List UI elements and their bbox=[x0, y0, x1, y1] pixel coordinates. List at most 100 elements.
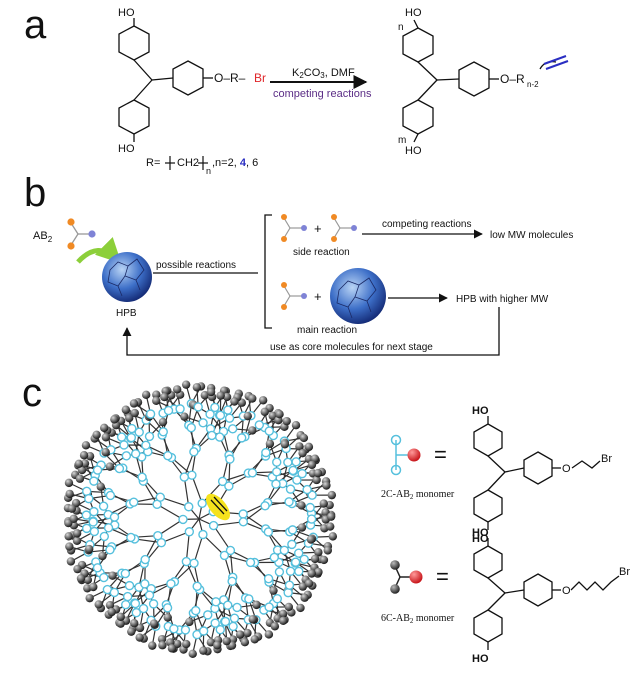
dendrimer-bond bbox=[183, 476, 190, 507]
reactant-ho-bottom: HO bbox=[118, 143, 135, 155]
terminal-6c-unit bbox=[100, 423, 109, 433]
terminal-6c-unit bbox=[152, 396, 161, 405]
branch-2c-unit bbox=[140, 554, 150, 565]
terminal-6c-unit bbox=[141, 390, 151, 400]
terminal-6c-unit bbox=[116, 612, 125, 621]
reactant-bromine: Br bbox=[254, 71, 266, 85]
panel-a-label: a bbox=[24, 3, 47, 47]
terminal-6c-unit bbox=[260, 407, 269, 417]
terminal-6c-unit bbox=[101, 448, 110, 457]
ab2-label: AB2 bbox=[33, 230, 53, 244]
branch-2c-unit bbox=[225, 545, 236, 556]
terminal-6c-unit bbox=[185, 617, 194, 627]
terminal-6c-unit bbox=[243, 411, 252, 421]
branch-2c-unit bbox=[119, 440, 129, 450]
terminal-6c-unit bbox=[295, 442, 304, 451]
side-reaction-label: side reaction bbox=[293, 247, 350, 258]
branch-2c-unit bbox=[124, 580, 135, 591]
r-unit: CH2 bbox=[177, 157, 199, 169]
structure-6c-ho-top: HO bbox=[472, 527, 489, 539]
branch-2c-unit bbox=[120, 568, 131, 579]
branch-2c-unit bbox=[145, 409, 156, 419]
terminal-6c-unit bbox=[148, 641, 157, 650]
terminal-6c-unit bbox=[240, 638, 250, 647]
branch-2c-unit bbox=[217, 476, 228, 487]
branch-2c-unit bbox=[126, 432, 137, 443]
branch-2c-unit bbox=[254, 420, 265, 430]
terminal-6c-unit bbox=[300, 593, 309, 602]
branch-2c-unit bbox=[189, 447, 199, 457]
terminal-6c-unit bbox=[268, 411, 277, 421]
branch-2c-unit bbox=[283, 587, 293, 598]
terminal-6c-unit bbox=[304, 579, 314, 588]
branch-2c-unit bbox=[144, 590, 155, 600]
reactant-linker: O–R– bbox=[214, 71, 246, 85]
terminal-6c-unit bbox=[180, 412, 189, 421]
branch-2c-unit bbox=[127, 423, 137, 434]
branch-2c-unit bbox=[220, 616, 231, 627]
branch-2c-unit bbox=[130, 598, 141, 609]
dendrimer-bond bbox=[201, 480, 224, 504]
branch-2c-unit bbox=[158, 427, 168, 437]
terminal-6c-unit bbox=[85, 544, 94, 554]
structure-2c-o: O bbox=[562, 463, 571, 475]
dendrimer-bond bbox=[202, 534, 225, 556]
terminal-6c-unit bbox=[327, 490, 337, 500]
main-reaction-label: main reaction bbox=[297, 325, 357, 336]
terminal-6c-unit bbox=[279, 616, 288, 626]
branch-2c-unit bbox=[178, 514, 188, 525]
terminal-6c-unit bbox=[83, 575, 93, 585]
branch-2c-unit bbox=[306, 514, 317, 524]
branch-2c-unit bbox=[148, 599, 159, 609]
product-subscript: n-2 bbox=[527, 80, 539, 89]
branch-2c-unit bbox=[210, 618, 220, 628]
terminal-6c-unit bbox=[130, 408, 139, 418]
hpb-label: HPB bbox=[116, 308, 137, 319]
branch-2c-unit bbox=[140, 579, 150, 589]
branch-2c-unit bbox=[307, 490, 317, 500]
terminal-6c-unit bbox=[222, 392, 232, 402]
structure-2c-ho-bottom: HO bbox=[472, 533, 489, 545]
branch-2c-unit bbox=[191, 605, 201, 616]
terminal-6c-unit bbox=[64, 478, 74, 488]
branch-2c-unit bbox=[189, 558, 199, 568]
equals-6c: = bbox=[436, 564, 449, 589]
terminal-6c-unit bbox=[182, 639, 191, 649]
equals-2c: = bbox=[434, 442, 447, 467]
r-values-pre: ,n=2, bbox=[212, 157, 240, 169]
panel-a: a HO HO O–R– Br K2CO3, DMF competing rea… bbox=[24, 3, 569, 176]
vinyl-bond-1 bbox=[543, 55, 567, 65]
branch-2c-unit bbox=[232, 602, 242, 613]
product-ho-top: HO bbox=[405, 7, 422, 19]
branch-2c-unit bbox=[264, 602, 274, 612]
terminal-6c-unit bbox=[125, 413, 134, 423]
branch-2c-unit bbox=[305, 502, 315, 513]
competing-label-a: competing reactions bbox=[273, 88, 372, 100]
terminal-6c-unit bbox=[222, 636, 231, 646]
terminal-6c-unit bbox=[85, 593, 94, 603]
terminal-6c-unit bbox=[282, 416, 291, 426]
terminal-6c-unit bbox=[158, 641, 167, 650]
terminal-6c-unit bbox=[248, 394, 257, 403]
terminal-6c-unit bbox=[108, 571, 117, 580]
branch-2c-unit bbox=[84, 493, 94, 504]
terminal-6c-unit bbox=[206, 638, 216, 647]
terminal-6c-unit bbox=[64, 532, 73, 541]
structure-2c-br: Br bbox=[601, 453, 612, 465]
panel-c-label: c bbox=[22, 371, 42, 415]
branch-2c-unit bbox=[81, 510, 92, 520]
terminal-6c-unit bbox=[92, 430, 101, 439]
terminal-6c-unit bbox=[250, 635, 259, 644]
dendrimer-bond bbox=[156, 503, 184, 520]
terminal-6c-unit bbox=[107, 607, 116, 617]
r-values-bold: 4 bbox=[240, 157, 247, 169]
terminal-6c-unit bbox=[206, 387, 216, 397]
terminal-6c-unit bbox=[312, 475, 321, 485]
terminal-6c-unit bbox=[280, 440, 290, 449]
terminal-6c-unit bbox=[158, 417, 168, 427]
product-m: m bbox=[398, 135, 406, 146]
branch-2c-unit bbox=[198, 418, 208, 428]
terminal-6c-unit bbox=[235, 630, 245, 639]
product-o-r: O–R bbox=[500, 72, 525, 86]
terminal-6c-unit bbox=[172, 385, 182, 394]
